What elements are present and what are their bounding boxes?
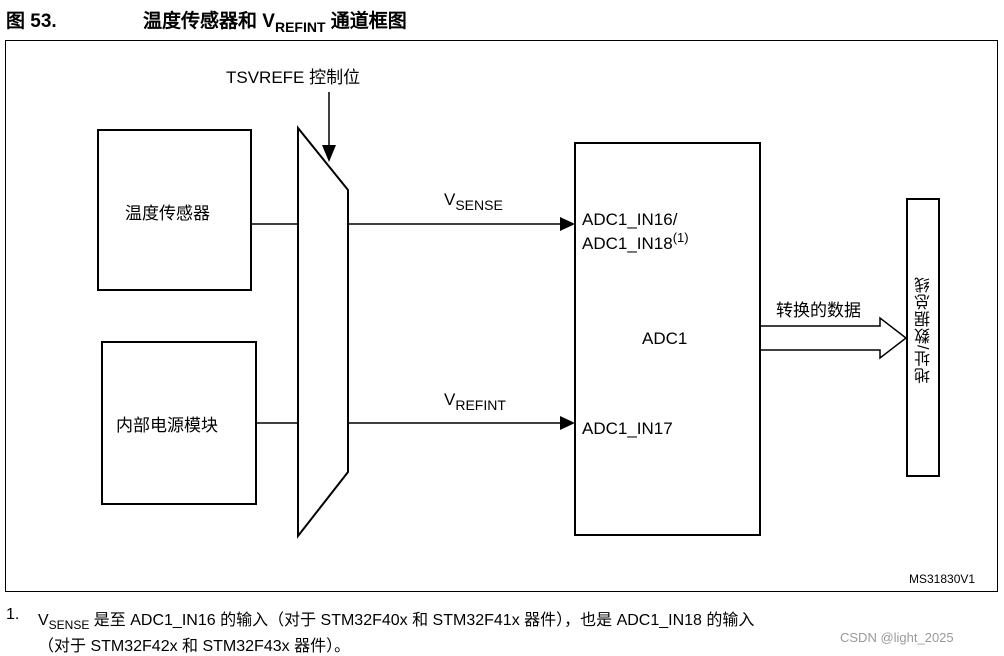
adc-in18-label: ADC1_IN18(1) [582,230,689,254]
figure-title-prefix: 温度传感器和 V [143,11,275,32]
converted-data-label: 转换的数据 [776,301,861,320]
footnote-v: V [38,612,49,629]
vsense-main: V [444,190,456,209]
figure-title: 温度传感器和 VREFINT 通道框图 [143,6,407,35]
footnote-number: 1. [6,606,20,623]
adc-box [574,142,761,536]
figure-title-suffix: 通道框图 [325,11,407,32]
vsense-subscript: SENSE [455,197,503,213]
adc-in16-label: ADC1_IN16/ [582,210,678,229]
vrefint-arrowhead [560,416,575,430]
footnote-v-subscript: SENSE [48,618,90,632]
footnote-line1: VSENSE 是至 ADC1_IN16 的输入（对于 STM32F40x 和 S… [38,606,755,632]
bus-box [906,198,940,477]
adc-in18-text: ADC1_IN18 [582,234,673,253]
control-arrowhead [322,145,336,162]
data-bus-arrow [759,316,908,360]
bus-label: 地址/数据总线 [916,276,933,384]
multiplexer [297,125,349,539]
temp-sensor-label: 温度传感器 [125,204,210,223]
adc-in17-label: ADC1_IN17 [582,419,673,438]
internal-power-label: 内部电源模块 [116,416,218,435]
figure-number: 图 53. [6,11,57,32]
vrefint-main: V [444,390,456,409]
temp-sensor-box [97,129,252,291]
vsense-arrowhead [560,217,575,231]
footnote-line2: （对于 STM32F42x 和 STM32F43x 器件）。 [38,638,351,655]
vsense-label: VSENSE [444,190,503,213]
vrefint-label: VREFINT [444,390,506,413]
footnote-text1: 是至 ADC1_IN16 的输入（对于 STM32F40x 和 STM32F41… [89,612,755,629]
adc-label: ADC1 [642,329,688,348]
adc-in18-footnote-ref: (1) [672,230,689,245]
figure-code: MS31830V1 [909,572,976,586]
figure-title-subscript: REFINT [274,19,326,35]
watermark: CSDN @light_2025 [840,630,954,645]
vrefint-subscript: REFINT [455,397,506,413]
mux-control-label: TSVREFE 控制位 [226,68,361,87]
internal-power-box [101,341,257,505]
